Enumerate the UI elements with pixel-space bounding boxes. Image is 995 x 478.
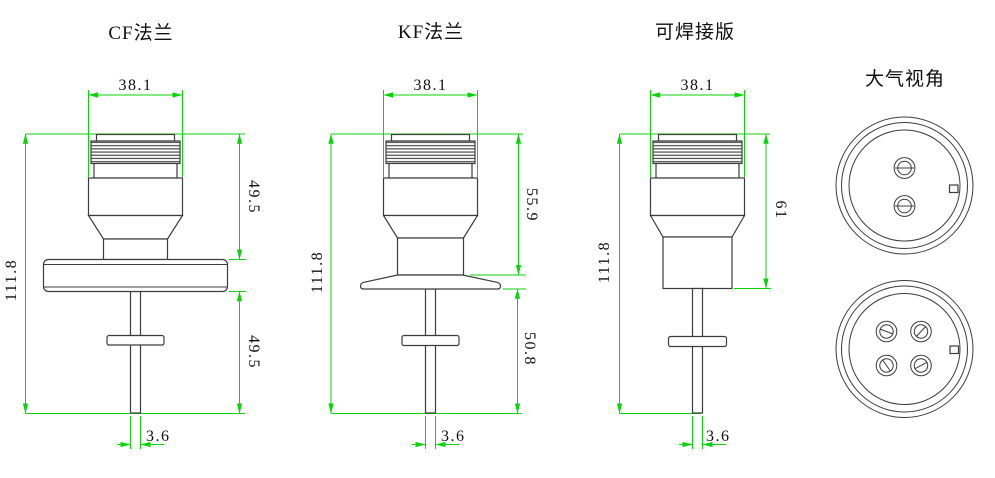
cf-taper [87,214,184,240]
two-pin-inner-ring [848,129,961,242]
four-pin-middle-ring [841,285,968,413]
kf-connector-neck [388,162,473,179]
pin-b-outer-circle [910,320,932,343]
weldable-stem-disc [667,335,728,348]
cf-width-dimension: 38.1 [119,77,153,94]
four-pin-face-view [835,280,974,418]
weldable-view-title: 可焊接版 [655,21,735,43]
cf-connector-thread [90,140,181,165]
cf-flange-drawing: CF法兰 38.1 49.5 49.5 111.8 3.6 [3,22,262,449]
pin-2-outer-circle [893,195,916,217]
cf-lower-height-dimension: 49.5 [245,335,262,369]
pin-c-slot [882,359,891,372]
cf-connector-neck [93,162,178,179]
cf-tip-dimension: 3.6 [146,428,171,445]
weldable-total-height-dimension: 111.8 [596,241,613,283]
cf-total-height-dimension: 111.8 [3,259,20,301]
kf-probe-stem [424,288,437,414]
kf-connector-cap [390,133,471,142]
pin-1-outer-circle [893,157,916,179]
pin-d-slot [914,361,928,370]
pin-b-slot [915,326,927,337]
kf-connector-thread [385,140,476,165]
kf-lower-height-dimension: 50.8 [521,332,538,366]
weldable-taper [649,214,746,238]
kf-width-dimension: 38.1 [414,77,448,94]
cf-connector-body [87,177,184,217]
kf-stem-disc [401,334,460,347]
kf-view-title: KF法兰 [398,21,464,43]
weldable-connector-thread [652,140,743,165]
kf-flange-drawing: KF法兰 38.1 55.9 50.8 111.8 3.6 [309,21,540,449]
pin-c-outer-circle [875,354,898,377]
two-pin-outer-ring [835,116,974,255]
weldable-connector-body [649,177,746,217]
atmospheric-view-title: 大气视角 [865,68,945,90]
weldable-connector-neck [655,162,740,179]
pin-a-outer-circle [875,320,898,343]
four-pin-outer-ring [835,280,974,418]
weldable-barrel [662,236,733,290]
atmospheric-view: 大气视角 [835,68,974,418]
cf-upper-height-dimension: 49.5 [245,180,262,214]
weldable-width-dimension: 38.1 [681,77,715,94]
pin-a-slot [879,328,894,335]
four-pin-inner-ring [848,293,961,405]
two-pin-face-view [835,116,974,255]
kf-total-height-dimension: 111.8 [309,251,326,293]
cf-flange-plate [42,258,229,293]
kf-upper-height-dimension: 55.9 [523,188,540,222]
pin-d-outer-circle [910,354,932,377]
pin-a-inner-circle [879,324,894,339]
weldable-connector-cap [657,133,738,142]
kf-flange-plate [359,274,502,290]
cf-probe-stem [129,290,142,414]
pin-d-inner-circle [913,358,929,373]
four-pin-key-tab [949,345,960,355]
kf-taper [382,214,479,239]
weldable-tip-dimension: 3.6 [706,428,731,445]
weldable-probe-stem [691,287,704,414]
cf-lower-neck [102,238,169,261]
weldable-upper-height-dimension: 61 [772,201,789,220]
cf-connector-cap [95,133,176,142]
cf-view-title: CF法兰 [108,22,173,44]
kf-lower-neck [396,237,465,276]
weldable-drawing: 可焊接版 38.1 61 111.8 3.6 [596,21,789,449]
pin-c-inner-circle [879,358,894,373]
two-pin-key-tab [948,184,959,194]
pin-b-inner-circle [913,324,929,339]
two-pin-middle-ring [841,122,968,249]
kf-tip-dimension: 3.6 [441,428,466,445]
kf-connector-body [382,177,479,217]
cf-stem-disc [106,334,165,346]
